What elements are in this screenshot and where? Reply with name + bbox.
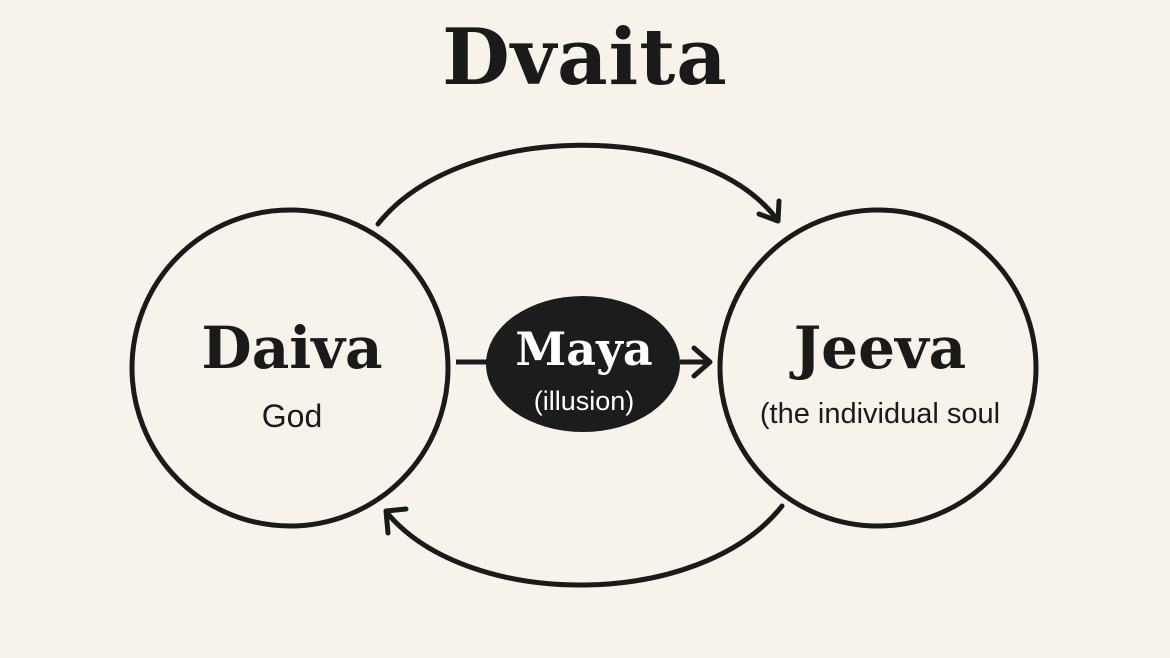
maya-to-jeeva-arrow (680, 345, 713, 379)
daiva-node: Daiva God (129, 207, 451, 529)
top-arc-arrow (375, 142, 782, 227)
maya-subtitle: (illusion) (534, 386, 635, 416)
maya-label: Maya (515, 322, 652, 376)
jeeva-subtitle: (the individual soul (760, 398, 1000, 430)
daiva-circle (129, 207, 451, 529)
bottom-arc-arrow (383, 503, 785, 588)
maya-ellipse (486, 296, 680, 432)
daiva-subtitle: God (262, 398, 322, 434)
jeeva-circle (717, 207, 1039, 529)
jeeva-node: Jeeva (the individual soul (717, 207, 1039, 529)
jeeva-label: Jeeva (789, 314, 967, 382)
maya-node: Maya (illusion) (486, 296, 680, 432)
daiva-label: Daiva (201, 314, 382, 382)
diagram-title: Dvaita (442, 12, 728, 103)
